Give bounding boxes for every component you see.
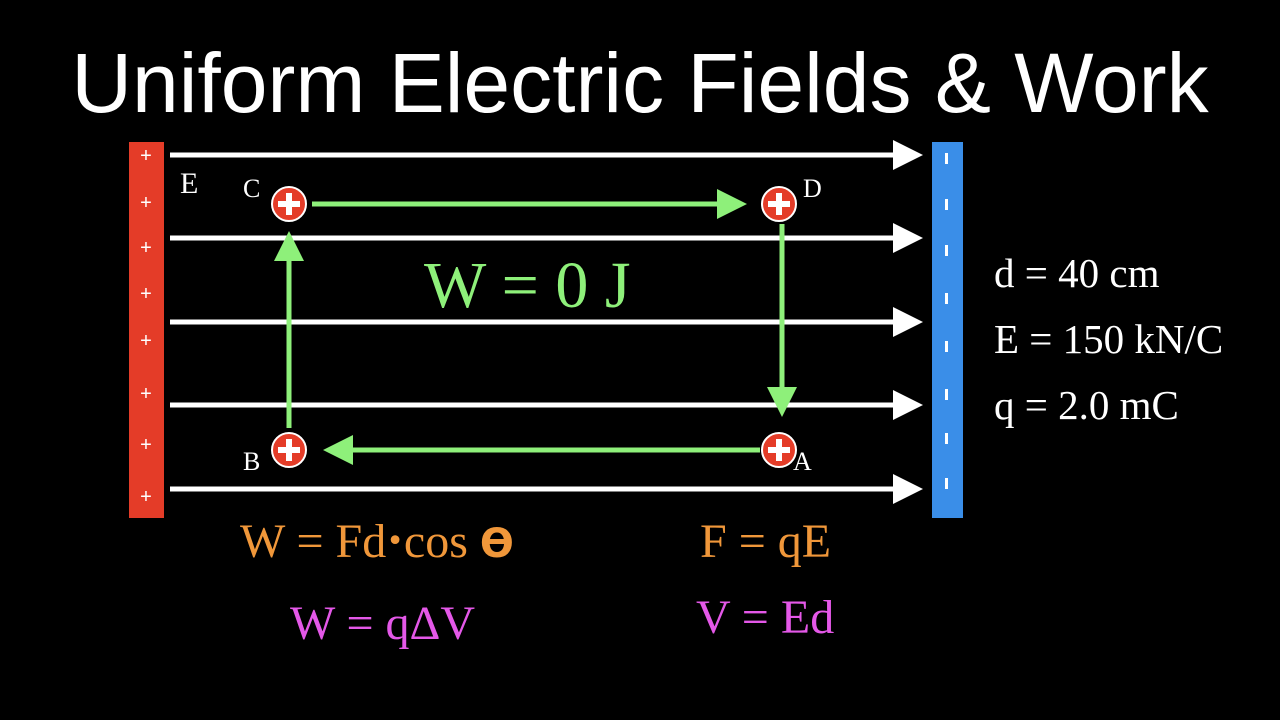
field-label: E xyxy=(180,167,198,200)
given-charge: q = 2.0 mC xyxy=(994,382,1179,428)
negative-plate xyxy=(932,142,963,518)
point-label-d: D xyxy=(803,174,822,203)
formula-potential: V = Ed xyxy=(696,591,835,644)
formula-work-potential: W = qΔV xyxy=(290,597,476,650)
charge-b xyxy=(271,432,307,468)
plate-minus-sign xyxy=(945,293,948,304)
point-label-b: B xyxy=(243,447,260,476)
plate-plus-sign: + xyxy=(140,192,152,214)
plate-plus-sign: + xyxy=(140,434,152,456)
formula-work-force-lhs: W = Fd xyxy=(240,515,387,568)
point-label-c: C xyxy=(243,174,260,203)
formula-force: F = qE xyxy=(700,515,832,568)
plate-plus-sign: + xyxy=(140,283,152,305)
plate-plus-sign: + xyxy=(140,145,152,167)
charge-a xyxy=(761,432,797,468)
slide-title: Uniform Electric Fields & Work xyxy=(71,36,1209,130)
plate-minus-sign xyxy=(945,245,948,256)
plate-plus-sign: + xyxy=(140,330,152,352)
multiplication-dot: • xyxy=(386,524,404,559)
plate-minus-sign xyxy=(945,153,948,164)
plate-plus-sign: + xyxy=(140,237,152,259)
point-label-a: A xyxy=(793,447,812,476)
charge-d xyxy=(761,186,797,222)
work-result-label: W = 0 J xyxy=(424,249,631,322)
plate-plus-sign: + xyxy=(140,383,152,405)
plate-minus-sign xyxy=(945,389,948,400)
formula-work-force: W = Fd•cos ϴ xyxy=(240,514,514,576)
positive-plate xyxy=(129,142,164,518)
plate-minus-sign xyxy=(945,433,948,444)
charge-c xyxy=(271,186,307,222)
plate-minus-sign xyxy=(945,341,948,352)
given-distance: d = 40 cm xyxy=(994,250,1160,296)
formula-cos: cos xyxy=(403,515,468,568)
plate-minus-sign xyxy=(945,199,948,210)
plate-minus-sign xyxy=(945,478,948,489)
plate-plus-sign: + xyxy=(140,486,152,508)
given-field: E = 150 kN/C xyxy=(994,316,1224,362)
theta-symbol: ϴ xyxy=(479,521,514,567)
